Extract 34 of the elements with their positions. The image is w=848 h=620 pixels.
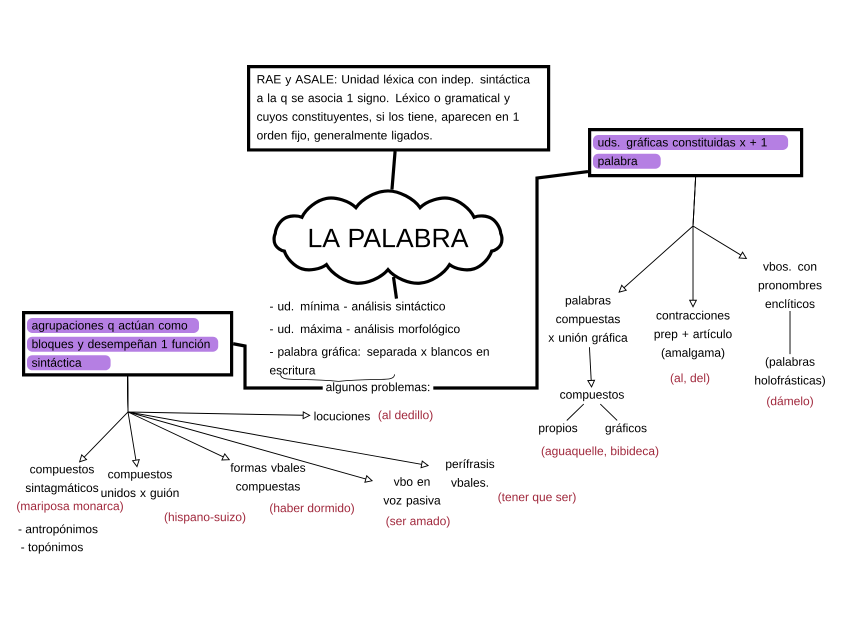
concept-text: algunos problemas:	[326, 382, 430, 394]
note-text: - topónimos	[21, 542, 83, 554]
example-text: (tener que ser)	[498, 492, 576, 504]
note-text: (aguaquelle, bibideca)	[542, 446, 658, 458]
concept-text: contracciones prep + artículo (amalgama)	[654, 310, 732, 360]
concept-text: locuciones	[314, 412, 370, 420]
example-text: (mariposa monarca)	[17, 501, 123, 513]
note-text: - antropónimos	[18, 524, 98, 536]
example-text: (dámelo)	[767, 396, 813, 408]
example-text: (al dedillo)	[378, 410, 432, 422]
concept-text: compuestos	[560, 390, 624, 402]
connector	[433, 170, 588, 390]
connector	[566, 404, 584, 421]
example-text: (ser amado)	[386, 516, 450, 528]
concept-text: compuestos sintagmáticos	[26, 466, 98, 494]
concept-text: propios	[539, 423, 578, 435]
connector	[392, 276, 398, 299]
connector	[390, 151, 397, 190]
text-box: uds. gráficas constituidas x + 1 palabra	[588, 128, 804, 178]
connector	[600, 404, 618, 421]
concept-text: compuestos unidos x guión	[101, 470, 179, 500]
concept-text: gráficos	[606, 423, 647, 435]
concept-text: vbos. con pronombres enclíticos	[758, 262, 822, 308]
concept-text: vbo en voz pasiva	[383, 477, 441, 507]
example-text: (haber dormido)	[270, 503, 354, 515]
example-text: (al, del)	[670, 373, 710, 385]
concept-text: perífrasis vbales.	[446, 459, 494, 487]
text-box: RAE y ASALE: Unidad léxica con indep. sintáctica a la q se asocia 1 signo. Léxico o gramatical y cuyos constituyentes, si los tiene, aparecen en 1 orden fijo, generalmente ligados.	[247, 65, 550, 152]
concept-text: palabras compuestas x unión gráfica	[548, 296, 628, 344]
connector	[232, 342, 323, 390]
example-text: (hispano-suizo)	[164, 512, 246, 524]
text-box: agrupaciones q actúan como bloques y desempeñan 1 función sintáctica	[22, 311, 234, 376]
concept-text: (palabras holofrásticas)	[755, 357, 825, 387]
concept-text: formas vbales compuestas	[230, 463, 306, 493]
